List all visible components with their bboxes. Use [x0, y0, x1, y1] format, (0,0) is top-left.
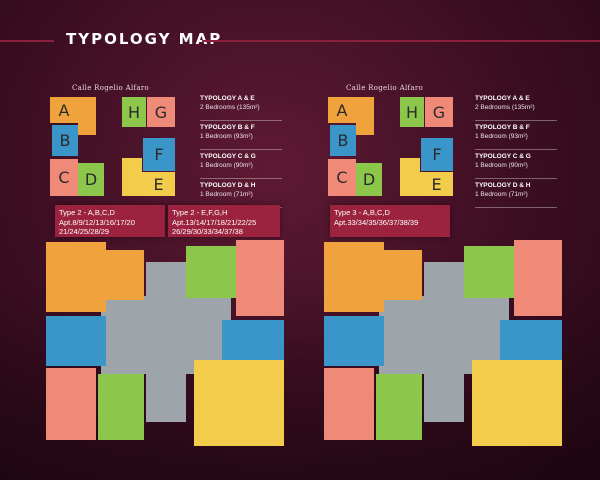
floor-plan-unit-B	[324, 316, 384, 366]
floor-plan-unit-A	[106, 250, 144, 300]
street-label: Calle Rogelio Alfaro	[72, 84, 150, 92]
apartment-numbers: Apt.8/9/12/13/16/17/20	[59, 217, 135, 227]
apartment-list-box: Type 2 - E,F,G,H Apt.13/14/17/18/21/22/2…	[168, 205, 280, 237]
apartment-type: Type 3 - A,B,C,D	[334, 208, 390, 217]
floor-plan-unit-E	[472, 360, 562, 446]
block-E-tail	[400, 158, 420, 196]
title-rule-left	[0, 40, 54, 42]
floor-plan-unit-A	[324, 242, 384, 312]
block-H: H	[122, 97, 146, 127]
legend-item: TYPOLOGY B & F 1 Bedroom (93m²)	[200, 123, 282, 150]
block-A: A	[328, 97, 356, 123]
title-rule-right	[202, 40, 600, 42]
legend-item: TYPOLOGY C & G 1 Bedroom (90m²)	[475, 152, 557, 179]
floor-plan-unit-H	[186, 246, 236, 298]
street-label: Calle Rogelio Alfaro	[346, 84, 424, 92]
apartment-numbers: Apt.13/14/17/18/21/22/25	[172, 217, 257, 227]
apartment-list-box: Type 2 - A,B,C,D Apt.8/9/12/13/16/17/20 …	[55, 205, 165, 237]
block-F: F	[421, 138, 453, 171]
floor-plan-unit-G	[236, 240, 284, 316]
floor-plan-core	[146, 262, 186, 422]
floor-plan	[324, 240, 564, 450]
panel-left: Calle Rogelio Alfaro A B C D H G F E TYP…	[46, 84, 286, 450]
block-H: H	[400, 97, 424, 127]
legend-item: TYPOLOGY A & E 2 Bedrooms (135m²)	[475, 94, 557, 121]
apartment-numbers: 26/29/30/33/34/37/38	[172, 227, 243, 236]
page-title: TYPOLOGY MAP	[66, 30, 223, 48]
block-D: D	[356, 163, 382, 196]
block-G: G	[425, 97, 453, 127]
floor-plan-unit-D	[98, 374, 144, 440]
apartment-list-box: Type 3 - A,B,C,D Apt.33/34/35/36/37/38/3…	[330, 205, 450, 237]
legend-item: TYPOLOGY D & H 1 Bedroom (71m²)	[475, 181, 557, 208]
typology-legend: TYPOLOGY A & E 2 Bedrooms (135m²) TYPOLO…	[475, 94, 557, 210]
apartment-numbers: 21/24/25/28/29	[59, 227, 110, 236]
floor-plan-unit-H	[464, 246, 514, 298]
block-A-tail	[78, 97, 96, 135]
legend-item: TYPOLOGY C & G 1 Bedroom (90m²)	[200, 152, 282, 179]
floor-plan-unit-E	[194, 360, 284, 446]
floor-plan-unit-D	[376, 374, 422, 440]
apartment-type: Type 2 - E,F,G,H	[172, 208, 228, 217]
apartment-numbers: Apt.33/34/35/36/37/38/39	[334, 217, 419, 227]
block-B: B	[330, 125, 356, 156]
floor-plan	[46, 240, 286, 450]
block-G: G	[147, 97, 175, 127]
floor-plan-unit-B	[46, 316, 106, 366]
block-B: B	[52, 125, 78, 156]
block-C: C	[50, 159, 78, 196]
panel-right: Calle Rogelio Alfaro A B C D H G F E TYP…	[278, 0, 578, 480]
floor-plan-unit-C	[324, 368, 374, 440]
floor-plan-unit-A	[384, 250, 422, 300]
block-A: A	[50, 97, 78, 123]
legend-item: TYPOLOGY A & E 2 Bedrooms (135m²)	[200, 94, 282, 121]
legend-item: TYPOLOGY B & F 1 Bedroom (93m²)	[475, 123, 557, 150]
block-C: C	[328, 159, 356, 196]
apartment-type: Type 2 - A,B,C,D	[59, 208, 115, 217]
block-A-tail	[356, 97, 374, 135]
block-F: F	[143, 138, 175, 171]
legend-item: TYPOLOGY D & H 1 Bedroom (71m²)	[200, 181, 282, 208]
block-E-tail	[122, 158, 142, 196]
block-E: E	[420, 172, 453, 196]
floor-plan-unit-G	[514, 240, 562, 316]
floor-plan-unit-C	[46, 368, 96, 440]
block-D: D	[78, 163, 104, 196]
block-E: E	[142, 172, 175, 196]
typology-legend: TYPOLOGY A & E 2 Bedrooms (135m²) TYPOLO…	[200, 94, 282, 210]
floor-plan-core	[424, 262, 464, 422]
floor-plan-unit-A	[46, 242, 106, 312]
